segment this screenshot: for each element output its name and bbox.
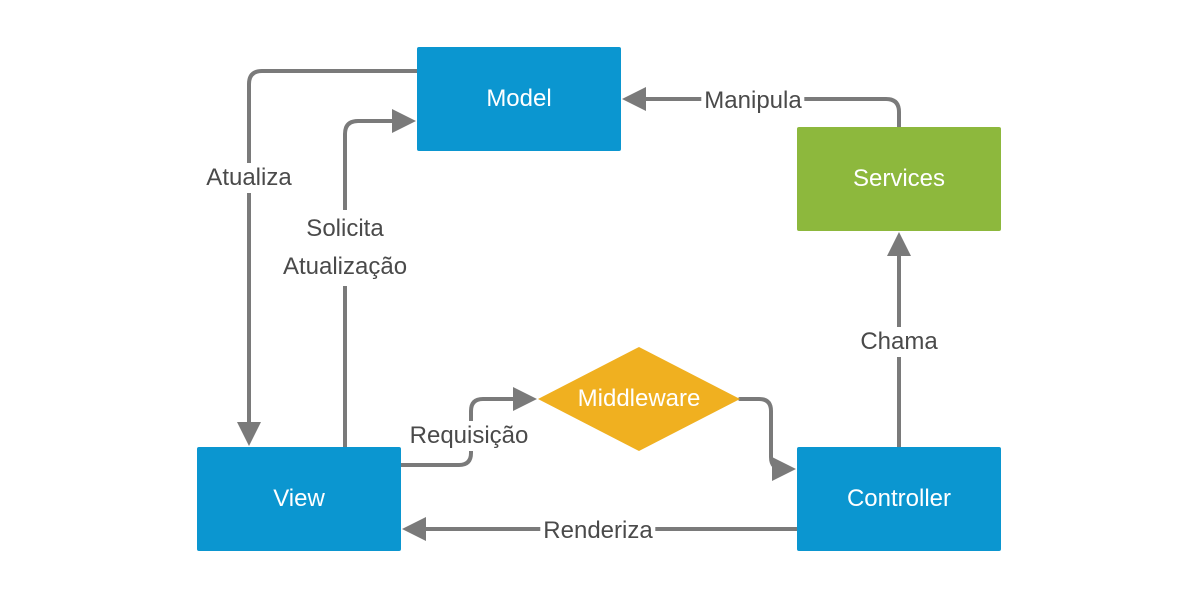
edge-label-requisicao: Requisição: [406, 421, 532, 451]
middleware-node: Middleware: [538, 347, 740, 451]
edge-label-manipula: Manipula: [701, 86, 805, 116]
controller-label: Controller: [846, 485, 952, 512]
edge-label-atualiza: Atualiza: [203, 163, 295, 193]
edge-middleware-controller: [738, 397, 796, 481]
services-node: Services: [797, 127, 1001, 231]
view-node: View: [197, 447, 401, 551]
services-label: Services: [852, 165, 946, 192]
edge-label-solicita-line1: Solicita: [306, 215, 384, 242]
view-label: View: [273, 485, 325, 512]
edge-label-solicita-atualizacao: Solicita Atualização: [279, 210, 411, 286]
edge-solicita-atualizacao: [343, 109, 416, 449]
controller-node: Controller: [797, 447, 1001, 551]
middleware-label: Middleware: [577, 385, 701, 412]
middleware-diamond-shape: [538, 347, 740, 451]
edge-label-chama: Chama: [857, 327, 941, 357]
edge-label-renderiza: Renderiza: [540, 516, 656, 546]
edge-atualiza: [237, 69, 419, 446]
edge-label-solicita-line2: Atualização: [282, 253, 408, 280]
edge-manipula: [622, 87, 901, 129]
model-label: Model: [486, 85, 552, 112]
model-node: Model: [417, 47, 621, 151]
